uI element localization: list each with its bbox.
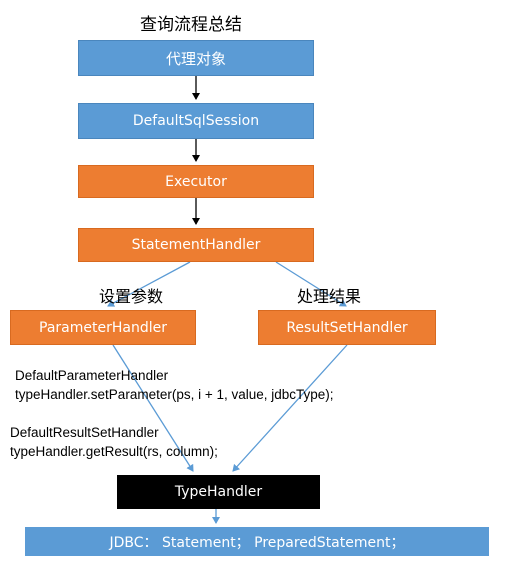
- note-resultset-handler: DefaultResultSetHandler typeHandler.getR…: [10, 423, 218, 461]
- edge-statement-parameter: [107, 261, 191, 307]
- note-resultset-call: typeHandler.getResult(rs, column);: [10, 444, 218, 459]
- diagram-title: 查询流程总结: [140, 15, 242, 35]
- note-parameter-call: typeHandler.setParameter(ps, i + 1, valu…: [15, 387, 334, 402]
- node-jdbc: JDBC： Statement； PreparedStatement；: [25, 527, 489, 556]
- node-resultset-handler: ResultSetHandler: [258, 310, 436, 345]
- note-parameter-handler: DefaultParameterHandler typeHandler.setP…: [15, 366, 334, 404]
- node-type-handler: TypeHandler: [117, 475, 320, 509]
- edge-resultset-typehandler: [232, 344, 348, 472]
- edge-parameter-typehandler: [112, 344, 194, 472]
- node-proxy: 代理对象: [78, 40, 314, 76]
- note-resultset-class: DefaultResultSetHandler: [10, 425, 159, 440]
- node-executor: Executor: [78, 165, 314, 198]
- node-default-sql-session: DefaultSqlSession: [78, 103, 314, 139]
- node-statement-handler: StatementHandler: [78, 228, 314, 262]
- note-parameter-class: DefaultParameterHandler: [15, 368, 169, 383]
- edge-statement-resultset: [275, 261, 347, 307]
- node-parameter-handler: ParameterHandler: [10, 310, 196, 345]
- edge-label-set-params: 设置参数: [99, 287, 164, 306]
- edge-label-handle-results: 处理结果: [297, 287, 362, 306]
